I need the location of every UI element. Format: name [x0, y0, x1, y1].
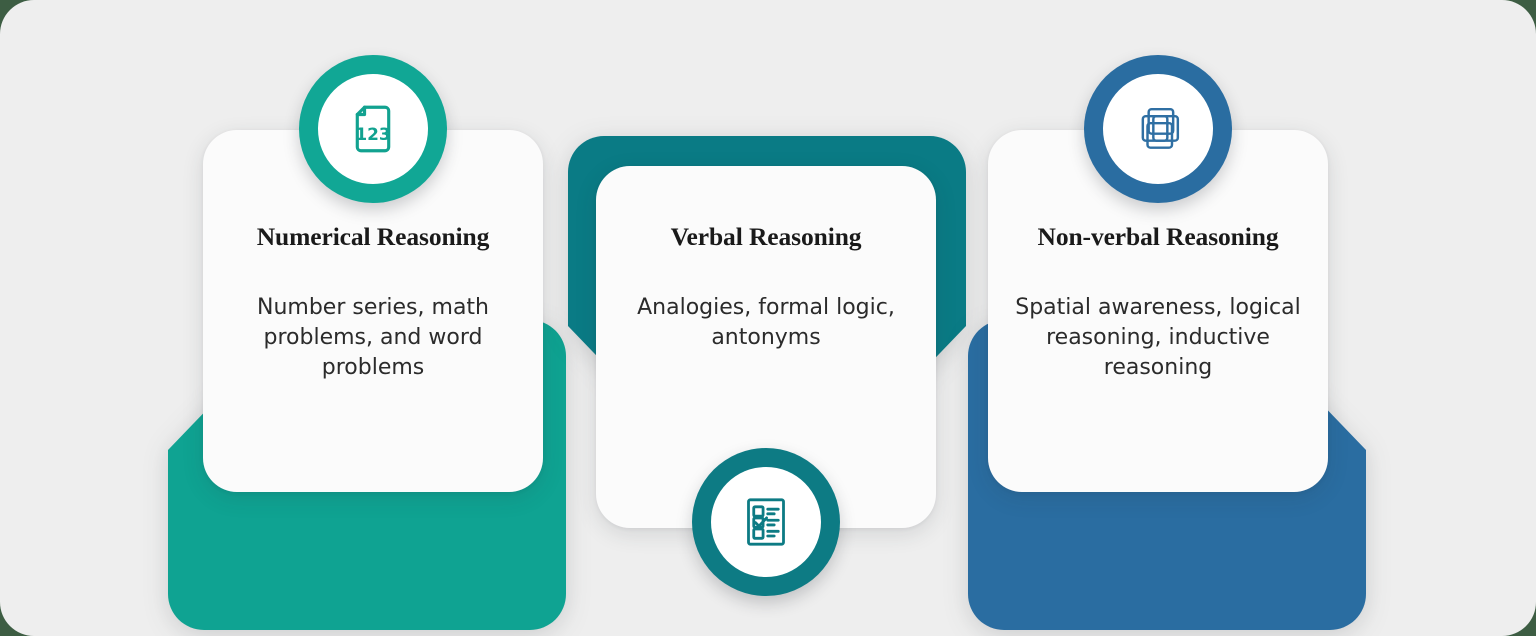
checklist-icon — [738, 494, 794, 550]
card-title: Verbal Reasoning — [670, 222, 862, 251]
badge-disc: 123 — [318, 74, 428, 184]
card-numerical-reasoning: Numerical Reasoning Number series, math … — [168, 55, 578, 630]
card-description: Analogies, formal logic, antonyms — [637, 295, 895, 350]
card-icon-badge: 123 — [299, 55, 447, 203]
card-description: Number series, math problems, and word p… — [257, 295, 489, 380]
card-text-block: Non-verbal Reasoning Spatial awareness, … — [988, 222, 1328, 383]
card-verbal-reasoning: Verbal Reasoning Analogies, formal logic… — [568, 130, 978, 596]
card-non-verbal-reasoning: Non-verbal Reasoning Spatial awareness, … — [960, 55, 1370, 630]
overlapping-squares-icon — [1130, 101, 1186, 157]
card-text-block: Verbal Reasoning Analogies, formal logic… — [596, 222, 936, 353]
badge-disc — [711, 467, 821, 577]
card-title: Non-verbal Reasoning — [1037, 222, 1279, 251]
file-123-icon: 123 — [344, 100, 402, 158]
badge-disc — [1103, 74, 1213, 184]
card-icon-badge — [1084, 55, 1232, 203]
card-title: Numerical Reasoning — [256, 222, 490, 251]
svg-text:123: 123 — [355, 124, 390, 144]
card-icon-badge — [692, 448, 840, 596]
card-description: Spatial awareness, logical reasoning, in… — [1015, 295, 1301, 380]
card-text-block: Numerical Reasoning Number series, math … — [203, 222, 543, 383]
